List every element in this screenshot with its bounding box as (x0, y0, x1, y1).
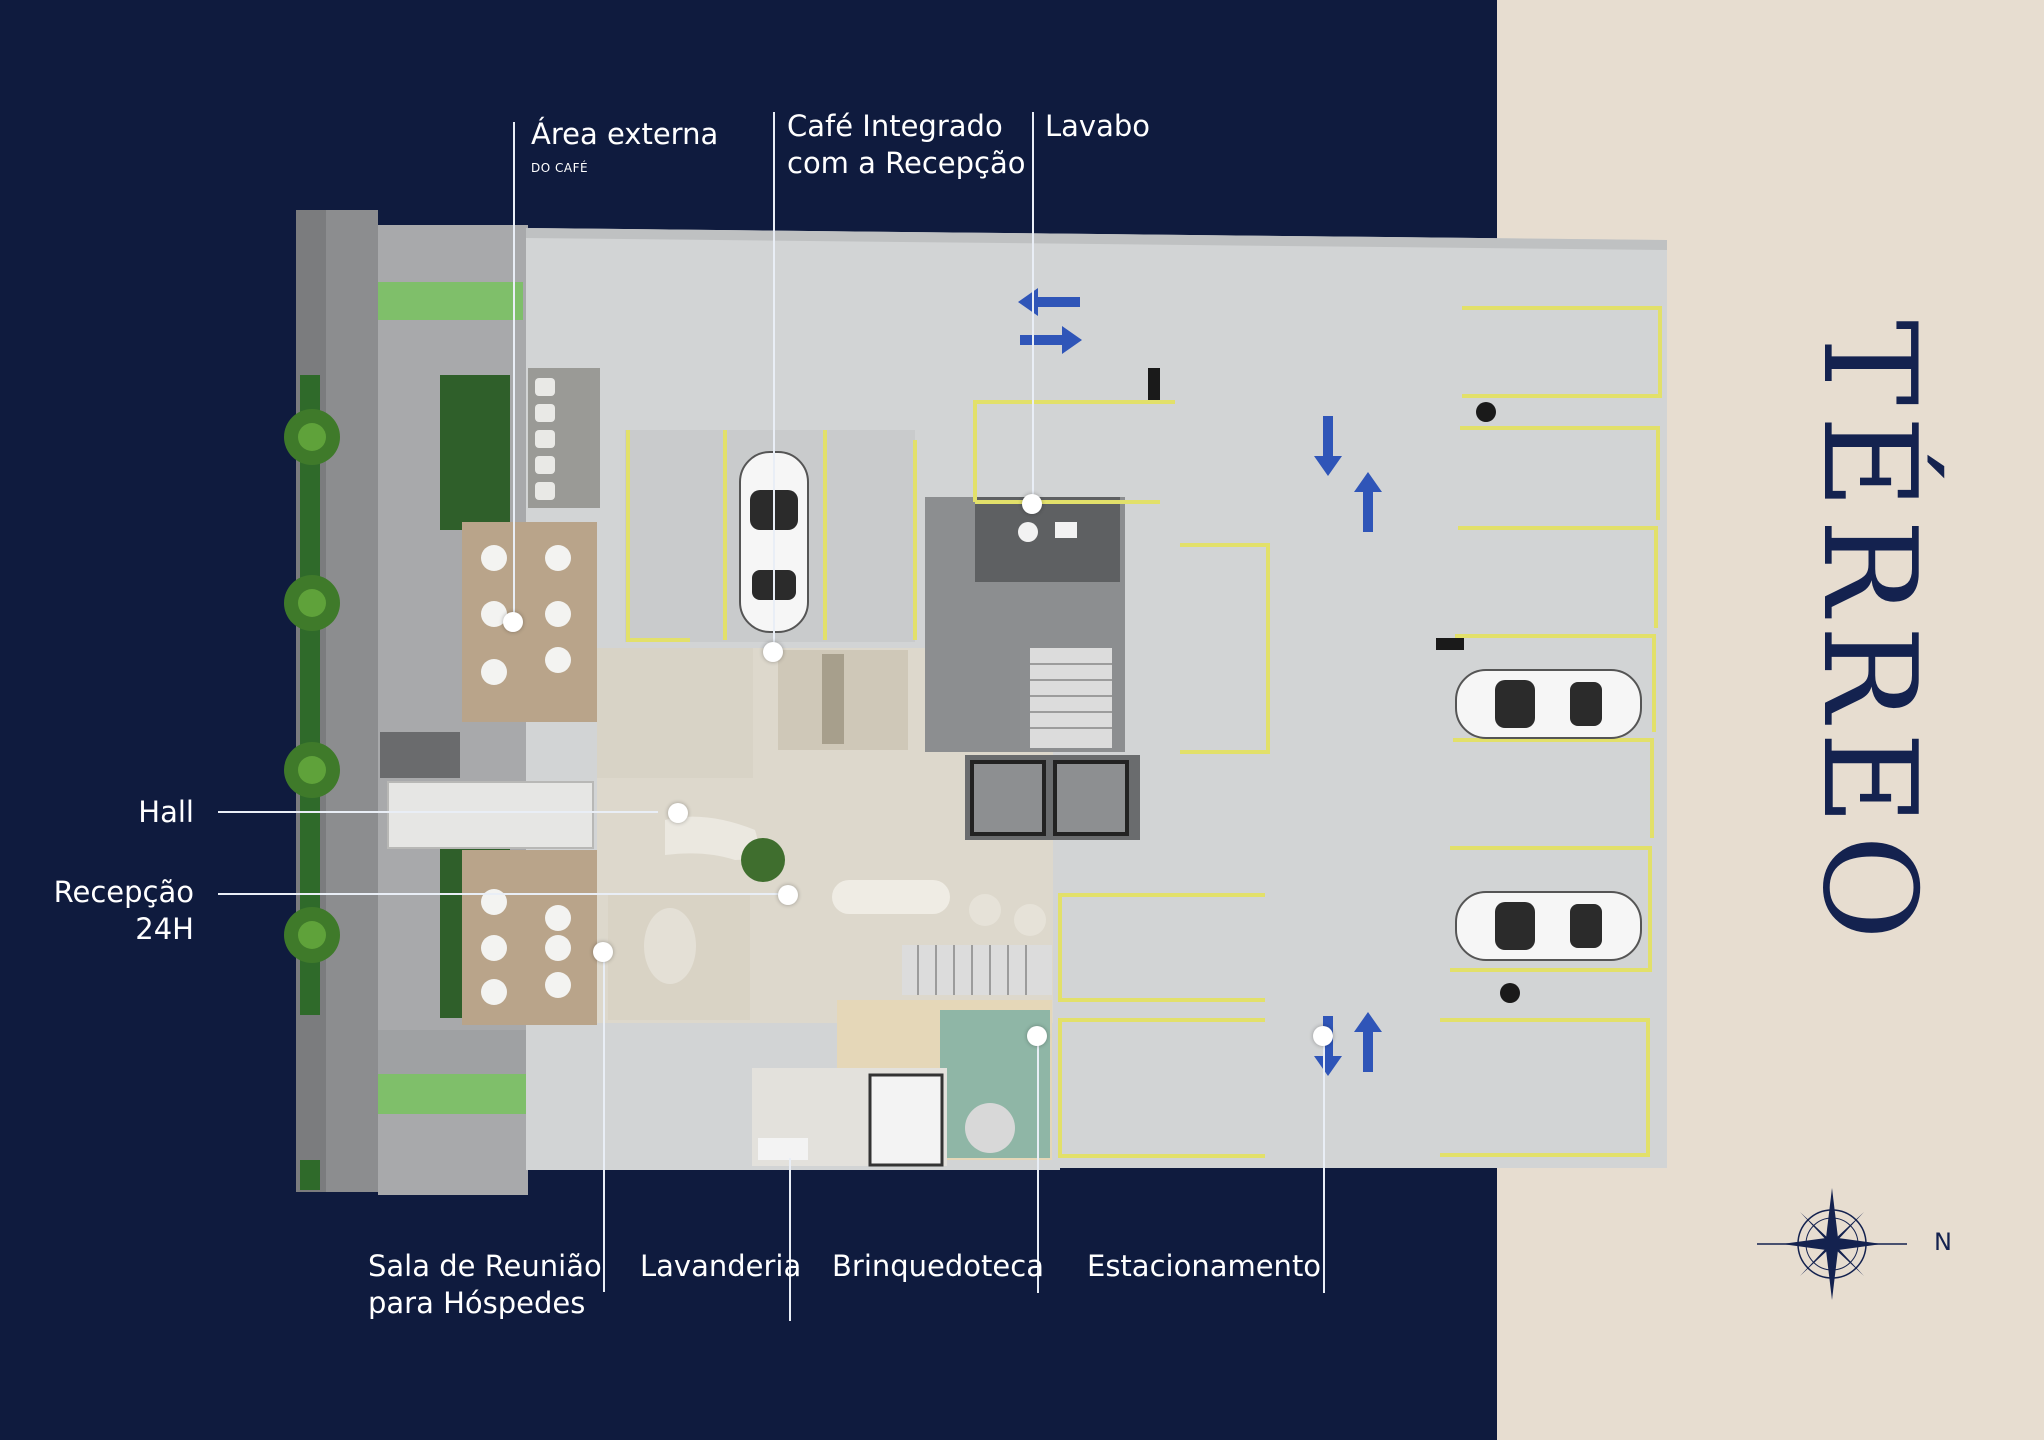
label-sala-reuniao: Sala de Reunião para Hóspedes (368, 1249, 602, 1320)
label-cafe: Café Integrado com a Recepção (787, 109, 1026, 180)
entry-ramp (380, 732, 460, 778)
leader-recepcao (218, 893, 778, 895)
cafe-tables (481, 545, 571, 1005)
compass-rose-icon (1757, 1188, 1907, 1300)
compass-north-label: N (1934, 1228, 1952, 1256)
grass-top (378, 282, 523, 320)
garden-strip-bottom (300, 1160, 320, 1190)
marker-hall[interactable] (668, 803, 688, 823)
outdoor-cafe-top (462, 522, 597, 722)
page-title: TÉRREO (1794, 320, 1943, 950)
marker-brinquedoteca[interactable] (1027, 1026, 1047, 1046)
leader-lavabo (1032, 112, 1034, 504)
marker-lavabo[interactable] (1022, 494, 1042, 514)
stairs-lower (902, 945, 1052, 995)
garden-strip (300, 375, 320, 1015)
car-right-2 (1455, 891, 1642, 961)
marker-sala-reuniao[interactable] (593, 942, 613, 962)
label-estacionamento: Estacionamento (1087, 1249, 1322, 1283)
hedge-top (440, 375, 510, 530)
reception-desk (832, 880, 950, 914)
label-lavanderia: Lavanderia (640, 1249, 802, 1283)
parking-lines (626, 306, 1662, 1158)
marker-recepcao[interactable] (778, 885, 798, 905)
car-right-1 (1455, 669, 1642, 739)
leader-sala-reuniao (603, 952, 605, 1292)
leader-cafe (773, 112, 775, 652)
label-recepcao: Recepção 24H (53, 875, 194, 946)
label-brinquedoteca: Brinquedoteca (832, 1249, 1044, 1283)
leader-area-externa (513, 122, 515, 622)
hall-entry (388, 782, 593, 848)
leader-brinquedoteca (1037, 1038, 1039, 1293)
lounge-sofa (665, 816, 758, 860)
marker-area-externa[interactable] (503, 612, 523, 632)
lavabo (975, 497, 1120, 582)
outdoor-cafe-bottom (462, 850, 597, 1025)
label-lavabo: Lavabo (1045, 109, 1151, 143)
marker-estacionamento[interactable] (1313, 1026, 1333, 1046)
meeting-table (644, 908, 696, 984)
leader-hall (218, 811, 658, 813)
label-hall: Hall (138, 795, 194, 829)
label-area-externa: Área externa DO CAFÉ (531, 117, 719, 175)
leader-lavanderia (789, 1158, 791, 1321)
marker-cafe[interactable] (763, 642, 783, 662)
leader-estacionamento (1323, 1038, 1325, 1293)
